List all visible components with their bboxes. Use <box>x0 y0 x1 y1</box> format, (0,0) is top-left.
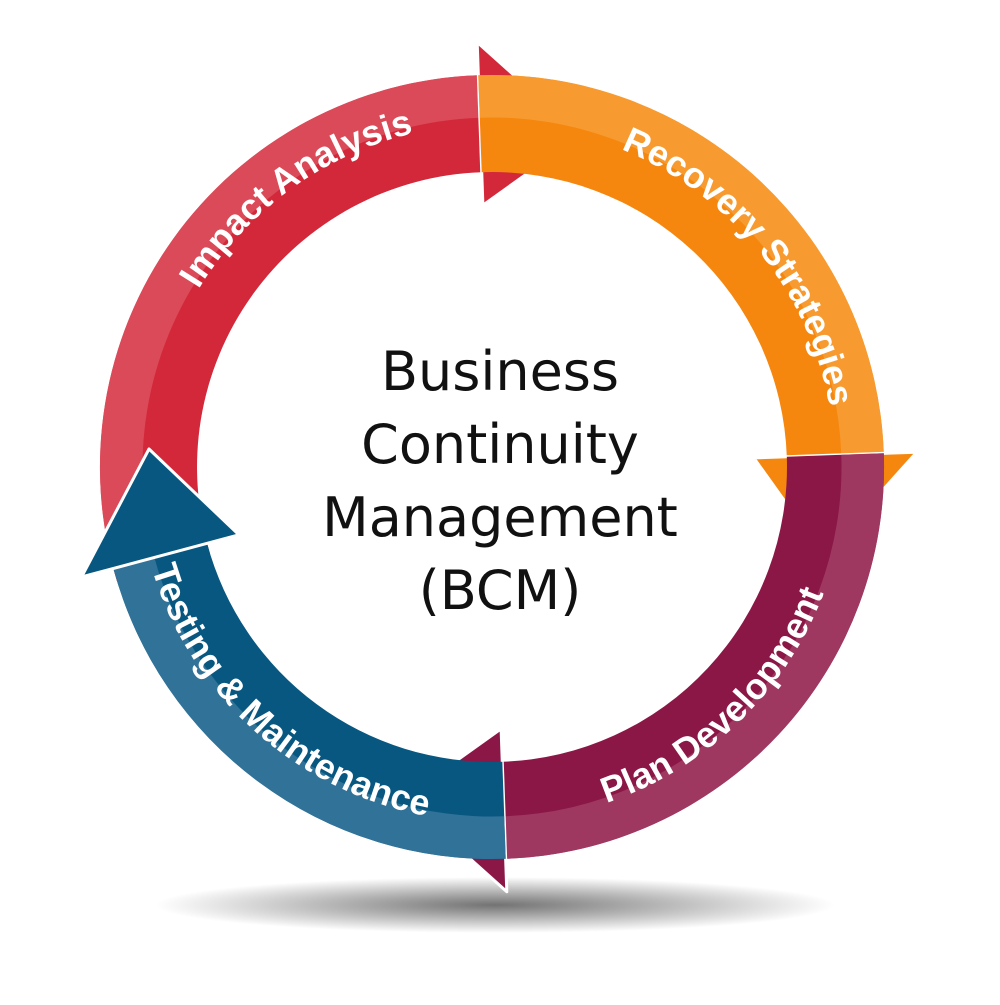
plan-development-arrow-band <box>502 453 885 859</box>
center-title-line-2: Continuity <box>361 413 639 476</box>
center-title-line-3: Management <box>322 486 678 549</box>
ground-shadow <box>155 877 835 933</box>
plan-development-arrow-highlight <box>504 453 885 859</box>
testing-maintenance-arrow-band <box>113 543 506 860</box>
recovery-strategies-arrow-highlight <box>478 74 884 455</box>
center-title-line-4: (BCM) <box>418 559 582 622</box>
impact-analysis-arrow-band <box>99 75 482 582</box>
testing-maintenance-arrow-head <box>80 447 241 579</box>
center-title: Business Continuity Management (BCM) <box>250 335 750 627</box>
recovery-strategies-arrow-band <box>478 74 884 457</box>
center-title-line-1: Business <box>380 340 620 403</box>
stage-arrow-testing-maintenance <box>80 447 506 860</box>
testing-maintenance-arrow-highlight <box>113 557 506 860</box>
